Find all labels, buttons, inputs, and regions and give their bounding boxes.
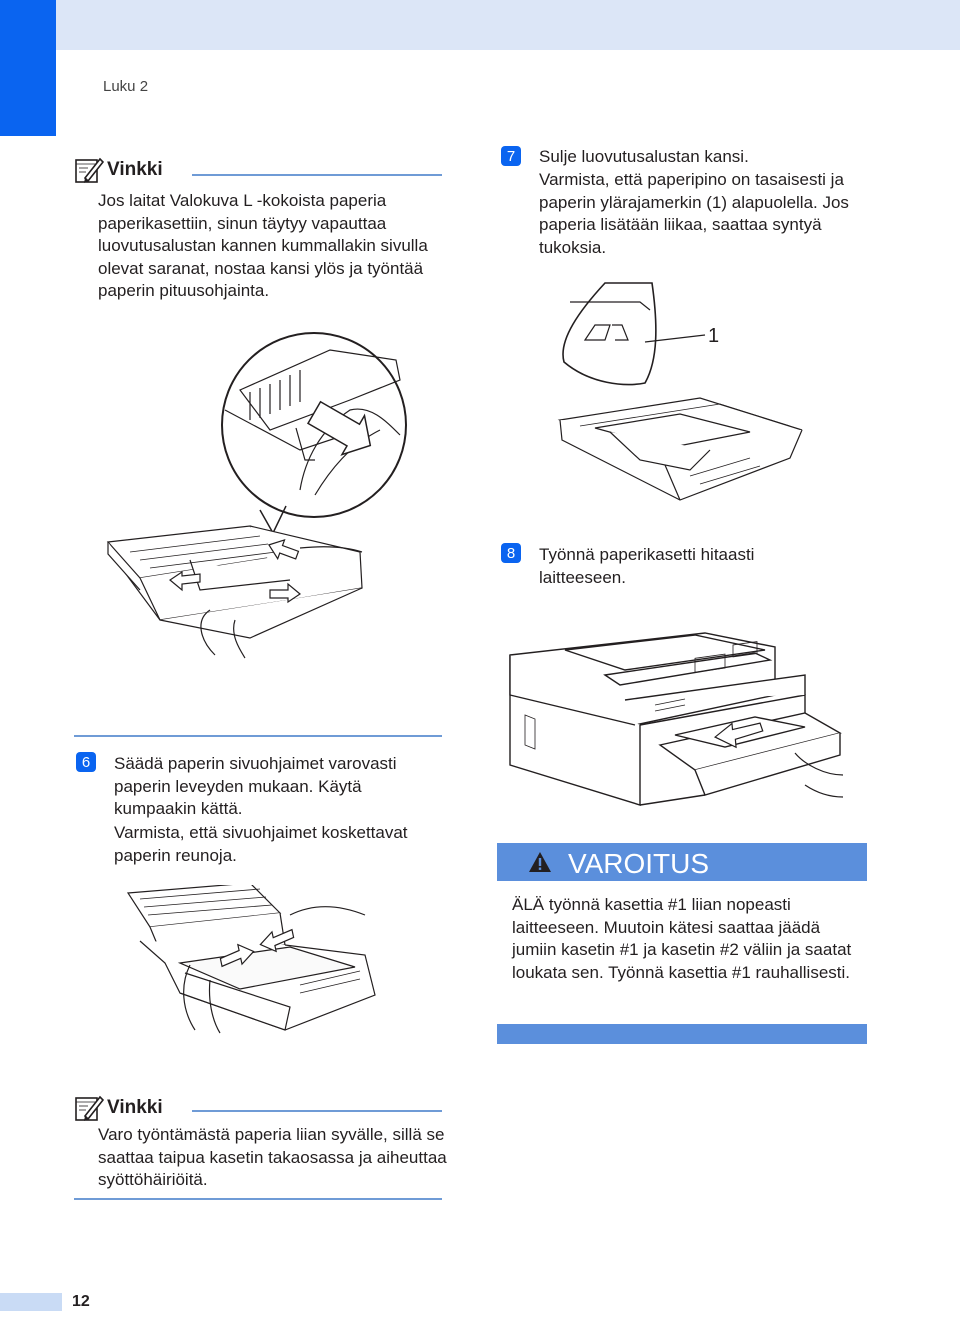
warning-title: VAROITUS	[568, 848, 710, 879]
note-pencil-icon	[75, 1095, 104, 1121]
note-pencil-icon	[75, 157, 104, 183]
header-band	[0, 0, 960, 50]
callout-label: 1	[708, 325, 719, 347]
tray-closed-illustration: 1	[550, 280, 810, 510]
note-title: Vinkki	[107, 159, 163, 180]
footer-band	[0, 1293, 62, 1311]
warning-text: ÄLÄ työnnä kasettia #1 liian nopeasti la…	[512, 895, 852, 982]
note-title: Vinkki	[107, 1097, 163, 1118]
note-text: Jos laitat Valokuva L -kokoista paperia …	[98, 191, 428, 301]
printer-insert-tray-illustration	[505, 625, 845, 810]
step-badge-6: 6	[76, 752, 96, 772]
note-header: Vinkki	[74, 155, 163, 185]
chapter-label: Luku 2	[103, 78, 149, 95]
step-note-text: Varmista, että paperipino on tasaisesti …	[539, 170, 849, 257]
step-badge-7: 7	[501, 146, 521, 166]
note-text: Varo työntämästä paperia liian syvälle, …	[98, 1125, 447, 1190]
adjust-side-guides-illustration	[120, 885, 380, 1035]
section-rule	[74, 735, 442, 737]
note-rule	[192, 174, 442, 176]
step-text: Säädä paperin sivuohjaimet varovasti pap…	[114, 754, 397, 818]
step-text: Sulje luovutusalustan kansi.	[539, 147, 749, 166]
step-badge-8: 8	[501, 543, 521, 563]
note-bottom-rule	[74, 1198, 442, 1200]
step-text: Työnnä paperikasetti hitaasti laitteesee…	[539, 545, 755, 587]
warning-triangle-icon	[529, 852, 551, 872]
warning-header-bar	[497, 843, 867, 881]
page-number: 12	[72, 1293, 90, 1310]
chapter-tab	[0, 0, 56, 136]
note-rule	[192, 1110, 442, 1112]
warning-footer-bar	[497, 1024, 867, 1044]
step-note-text: Varmista, että sivuohjaimet koskettavat …	[114, 823, 408, 865]
tray-lift-cover-illustration	[100, 320, 450, 660]
note-header: Vinkki	[74, 1093, 163, 1123]
